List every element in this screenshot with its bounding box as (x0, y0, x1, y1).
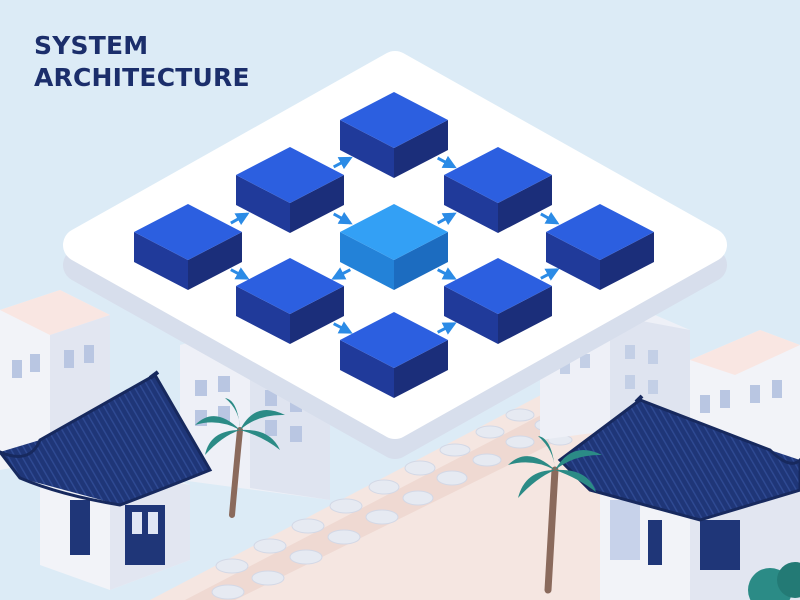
page-title: SYSTEM ARCHITECTURE (34, 30, 250, 94)
title-line-1: SYSTEM (34, 31, 149, 60)
edge-center-to-lower-right (436, 267, 457, 280)
node-right (546, 204, 654, 290)
node-upper-right-top-face (444, 147, 552, 203)
node-lower-right-right-face (498, 286, 552, 344)
edge-upper-right-to-right (540, 211, 560, 225)
node-lower-left (236, 258, 344, 344)
node-lower-left-right-face (290, 286, 344, 344)
node-bottom-right-face (394, 340, 448, 398)
edge-lower-left-to-bottom (332, 321, 353, 334)
edge-left-to-lower-left (230, 267, 250, 280)
node-right-right-face (600, 232, 654, 290)
edge-top-to-upper-right (436, 155, 457, 169)
node-upper-left (236, 147, 344, 233)
node-bottom (340, 312, 448, 398)
node-upper-right-right-face (498, 175, 552, 233)
node-right-left-face (546, 232, 600, 290)
palm-tree-left (195, 398, 285, 518)
diagram-nodes (134, 92, 654, 398)
edge-left-to-upper-left (230, 212, 250, 226)
node-lower-right (444, 258, 552, 344)
node-top (340, 92, 448, 178)
edge-center-to-lower-left (331, 267, 352, 280)
node-top-left-face (340, 120, 394, 178)
node-upper-left-left-face (236, 175, 290, 233)
node-left (134, 204, 242, 290)
palm-tree-right (508, 436, 602, 594)
node-upper-left-right-face (290, 175, 344, 233)
edge-center-to-upper-right (436, 212, 457, 226)
node-top-top-face (340, 92, 448, 148)
node-lower-right-top-face (444, 258, 552, 314)
city-background (0, 290, 800, 600)
bush (748, 562, 800, 600)
edge-bottom-to-lower-right (436, 322, 457, 335)
node-center-right-face (394, 232, 448, 290)
diagram-edges (230, 155, 560, 335)
title-line-2: ARCHITECTURE (34, 63, 250, 92)
edge-upper-left-to-center (332, 211, 353, 225)
hanok-house-right (557, 394, 800, 600)
node-top-right-face (394, 120, 448, 178)
node-left-top-face (134, 204, 242, 260)
node-left-left-face (134, 232, 188, 290)
node-lower-left-top-face (236, 258, 344, 314)
node-bottom-left-face (340, 340, 394, 398)
node-upper-right-left-face (444, 175, 498, 233)
hanok-house-left (0, 370, 213, 590)
node-bottom-top-face (340, 312, 448, 368)
node-lower-left-left-face (236, 286, 290, 344)
node-left-right-face (188, 232, 242, 290)
cobblestones (211, 408, 573, 600)
node-upper-left-top-face (236, 147, 344, 203)
node-lower-right-left-face (444, 286, 498, 344)
node-center-top-face (340, 204, 448, 260)
node-center (340, 204, 448, 290)
edge-upper-left-to-top (332, 156, 353, 170)
node-upper-right (444, 147, 552, 233)
edge-lower-right-to-right (540, 268, 560, 281)
node-center-left-face (340, 232, 394, 290)
street-sidewalk (185, 400, 610, 600)
node-right-top-face (546, 204, 654, 260)
